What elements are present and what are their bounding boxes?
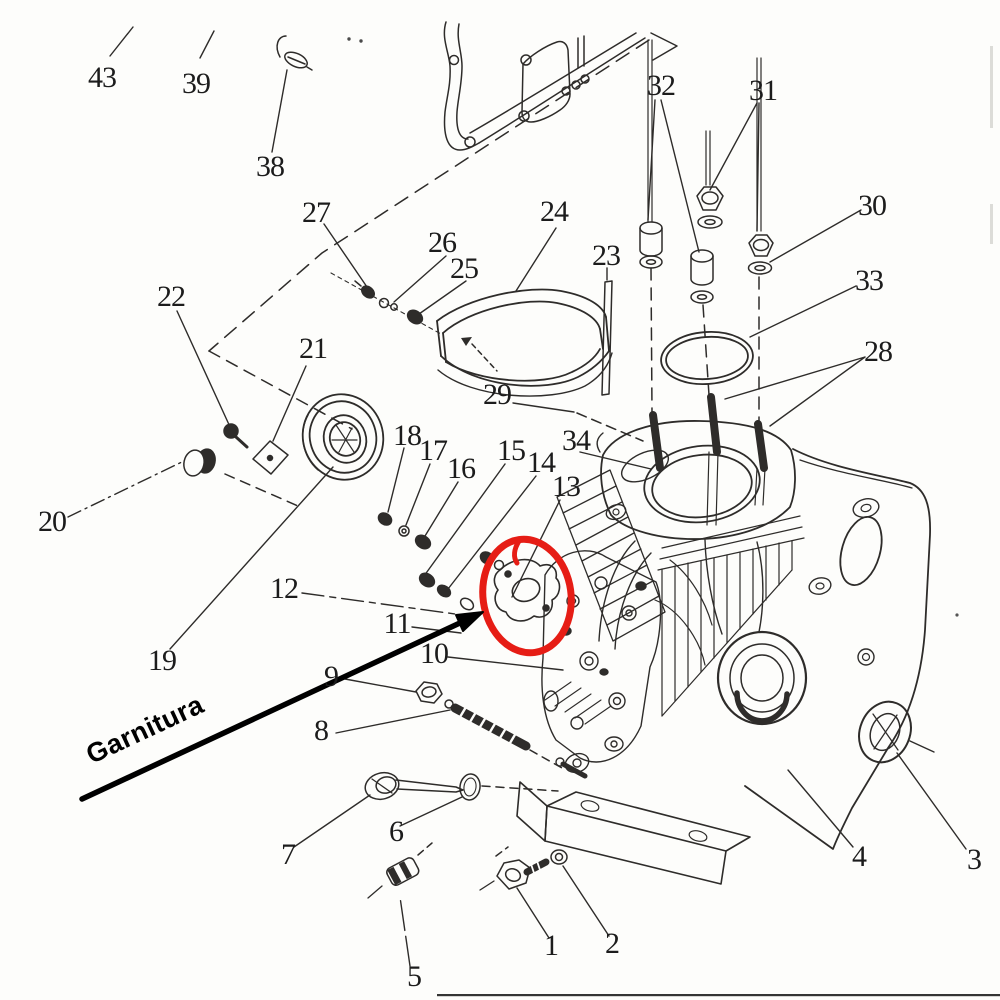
head-gasket [444,22,677,150]
scan-artifacts [347,37,1000,997]
nut-washer-columns [640,40,773,303]
drain-bolt-1 [480,860,546,890]
strip-23 [602,281,612,395]
leader-lines [68,27,966,966]
sealing-washer-2 [551,850,567,864]
annotation-arrow [82,612,483,799]
highlight-circle [475,533,578,658]
o-ring-33 [659,329,754,387]
breather-gasket-13 [494,560,559,621]
nut-9 [416,682,442,703]
washer-6 [458,773,481,802]
screw-22 [224,424,247,447]
crankcase [517,421,930,884]
small-parts-25-26-27 [355,281,425,327]
screw-7 [362,769,463,803]
oil-seal-3 [850,694,934,770]
spring-8 [445,700,526,746]
ball-bearing-19 [292,384,395,491]
studs-28 [653,397,765,525]
air-shroud-24 [437,289,612,396]
woodruff-key-21 [253,441,288,474]
construction-lines [209,40,759,856]
pin-38 [277,36,312,71]
plug-5 [368,856,420,898]
cup-plug-20 [182,447,218,477]
